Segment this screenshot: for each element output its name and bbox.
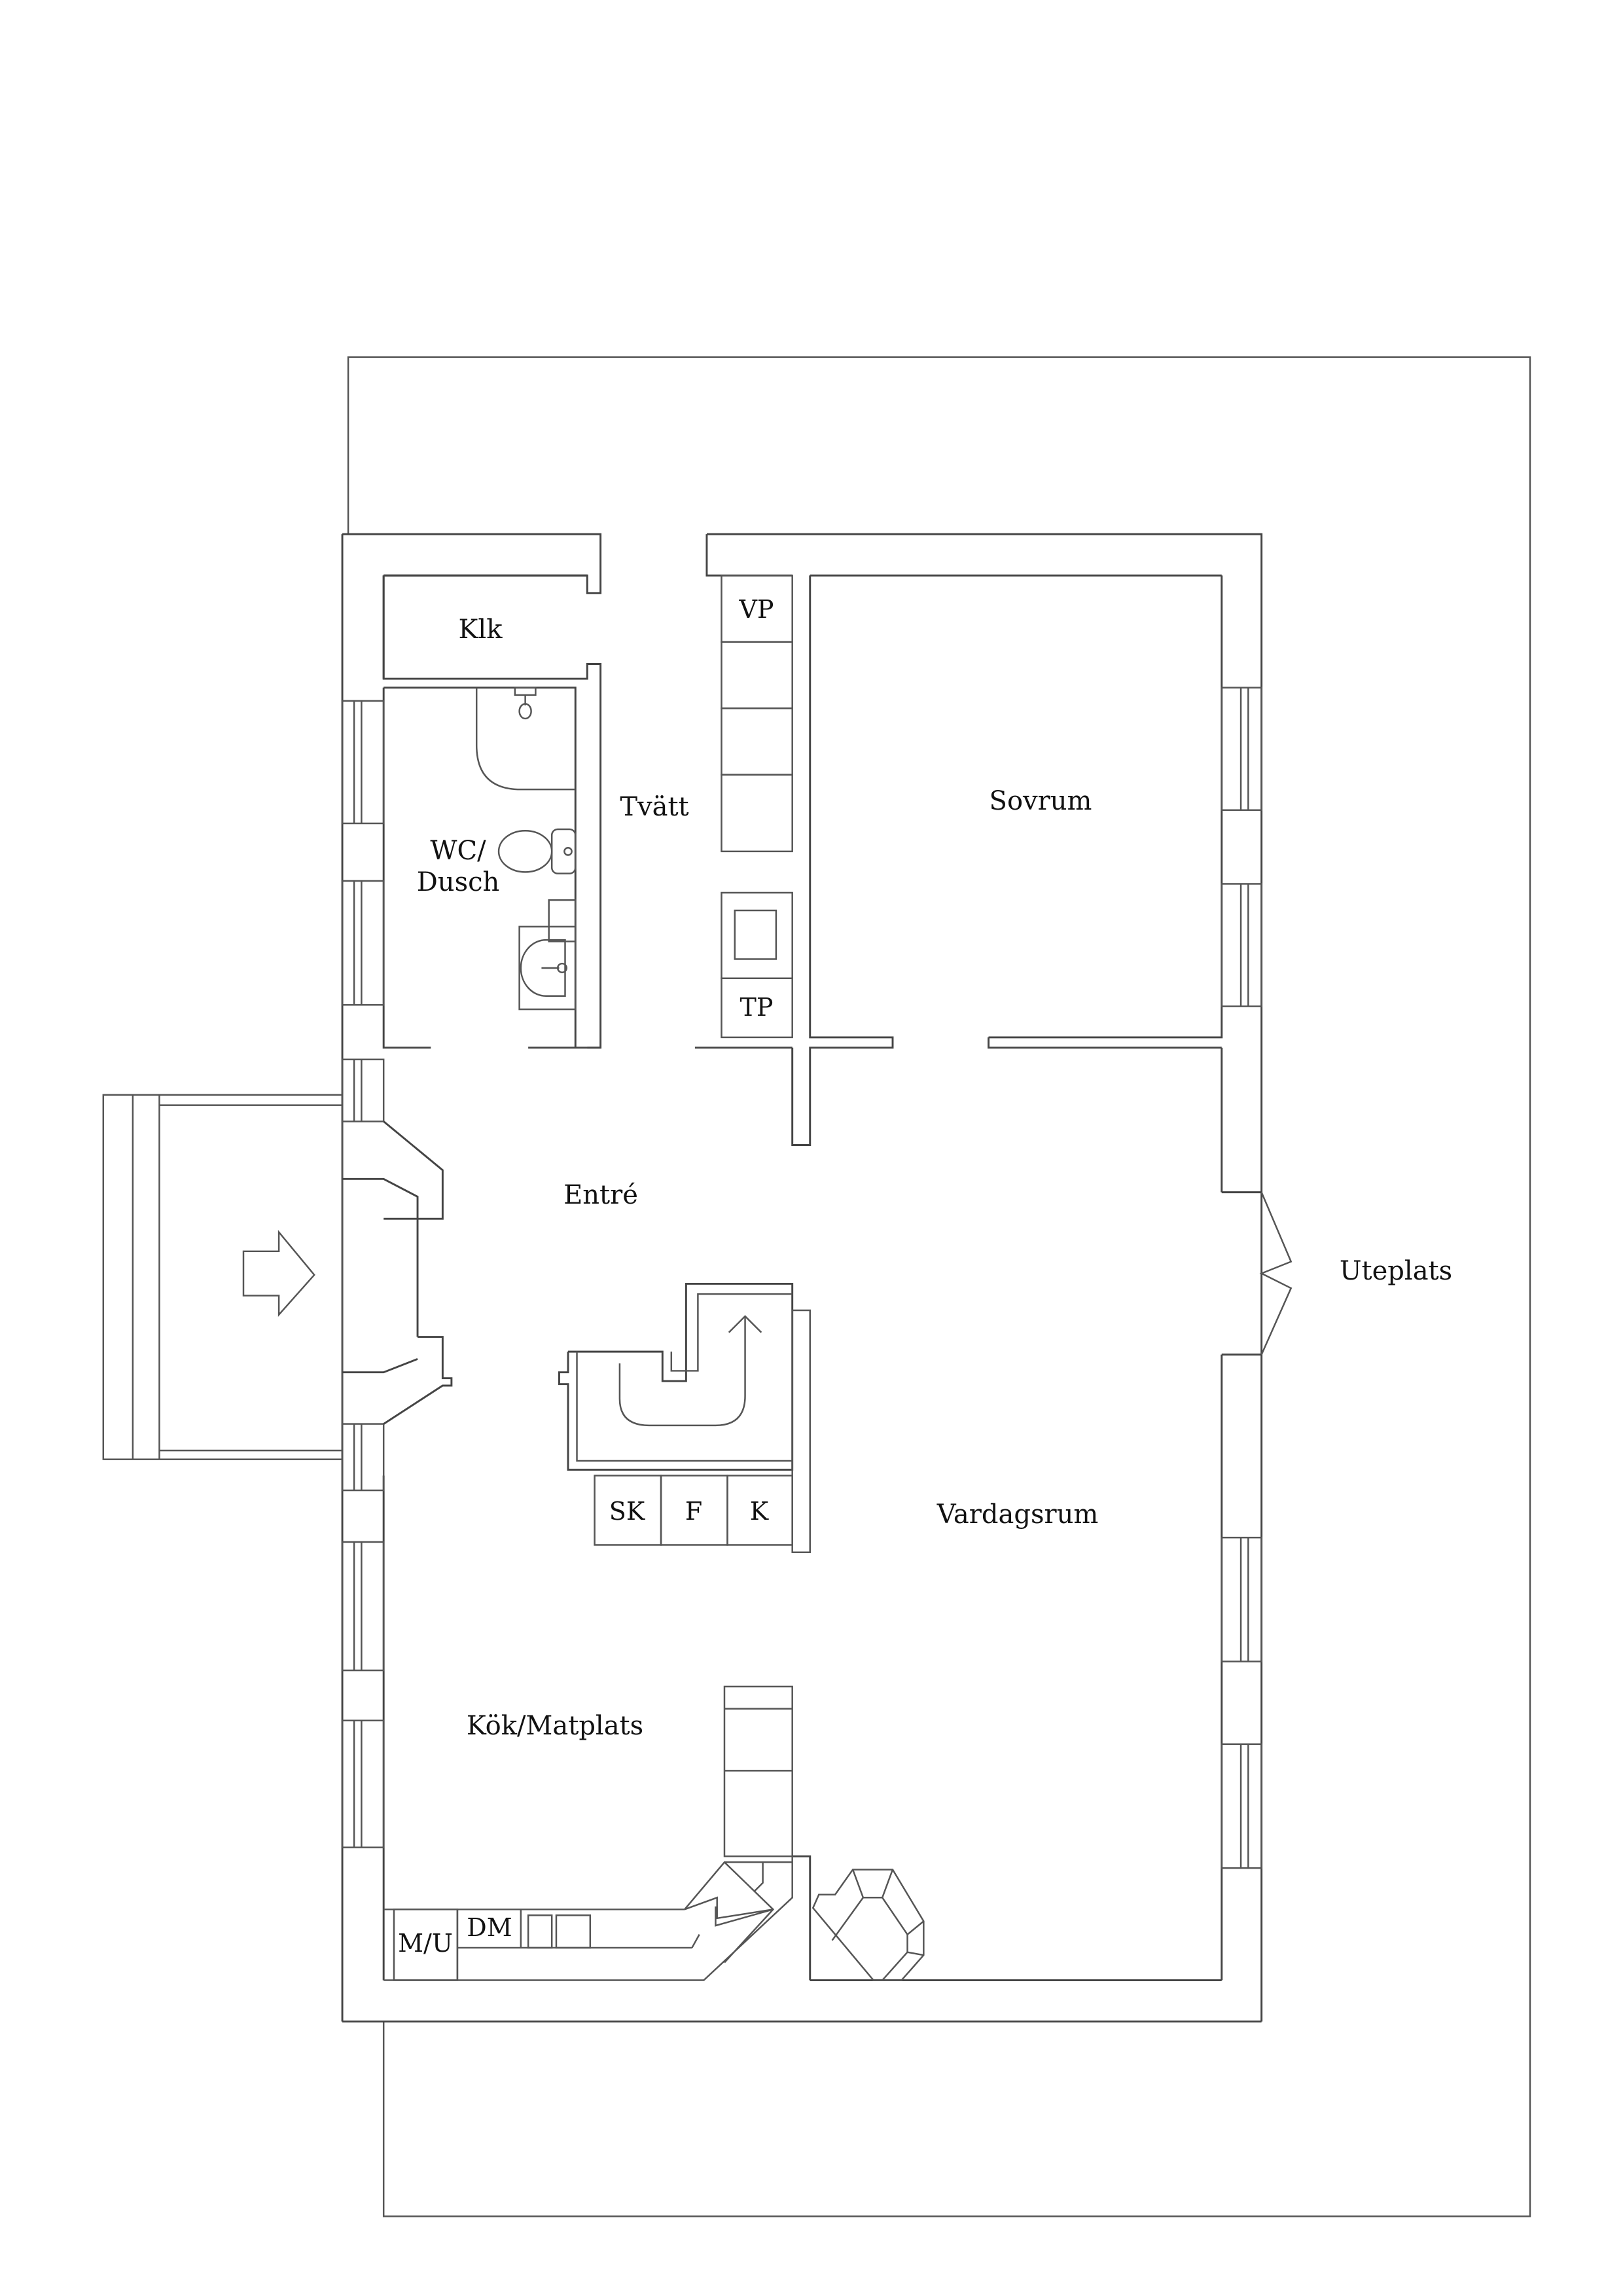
kitchen-column [723,1685,812,1981]
stove-icon [684,1896,774,1927]
windows-west [341,700,385,1848]
toilet-icon [497,828,577,874]
room-label-sovrum: Sovrum [989,786,1092,816]
windows-east [1221,687,1262,1869]
lot-boundary [347,356,1531,2217]
fireplace-icon [812,1869,925,1981]
entrance-porch [102,1094,344,1460]
sink-icon [518,899,577,1011]
fixture-label-k: K [749,1497,769,1526]
stair-arrow-icon [618,1315,762,1427]
entry-vestibule [342,1121,453,1425]
fixture-label-mu: M/U [398,1929,453,1958]
closets-row [594,1475,793,1546]
fixture-label-vp: VP [739,595,774,624]
shower-icon [475,687,576,791]
exterior-walls [341,533,1263,2023]
laundry-cabinets [694,575,793,1049]
closet-klk [382,574,602,1049]
bedroom-walls [791,574,1222,1146]
fixture-label-sk: SK [609,1497,645,1526]
room-label-wc-line2: Dusch [416,867,500,897]
room-label-entre: Entré [563,1180,638,1210]
fixture-label-dm: DM [467,1913,512,1943]
fixture-label-f: F [685,1497,703,1526]
entrance-arrow-icon [242,1230,315,1318]
room-label-kok-matplats: Kök/Matplats [466,1711,644,1741]
fixture-label-tp: TP [740,993,774,1022]
room-label-vardagsrum: Vardagsrum [936,1499,1099,1530]
room-label-wc-line1: WC/ [430,836,486,866]
room-label-klk: Klk [458,615,503,645]
double-door-icon [1259,1192,1293,1355]
kitchen-counter [383,1856,793,1981]
room-label-uteplats: Uteplats [1339,1256,1453,1286]
room-label-tvatt: Tvätt [620,792,689,822]
staircase [558,1282,811,1553]
